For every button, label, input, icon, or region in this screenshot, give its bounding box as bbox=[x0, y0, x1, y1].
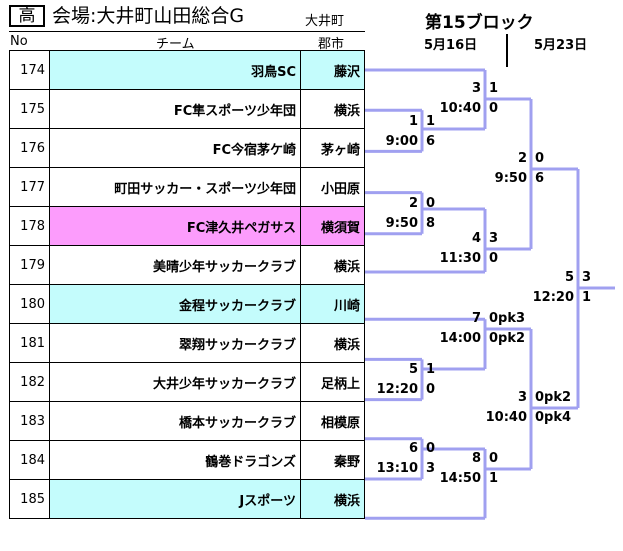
match-game-number: 6 bbox=[408, 440, 418, 456]
match-time: 9:00 bbox=[385, 134, 418, 150]
match-score-bottom: 0 bbox=[489, 101, 499, 116]
venue-title: 会場:大井町山田総合G bbox=[52, 5, 245, 27]
team-city: 相模原 bbox=[300, 401, 365, 441]
team-name: FC今宿茅ケ崎 bbox=[49, 128, 301, 168]
team-city: 横浜 bbox=[300, 479, 365, 519]
team-name: 翠翔サッカークラブ bbox=[49, 323, 301, 363]
team-city: 横須賀 bbox=[300, 206, 365, 246]
match-score-bottom: 1 bbox=[582, 290, 592, 305]
match-time: 14:50 bbox=[439, 471, 481, 486]
match-time: 11:30 bbox=[439, 251, 481, 266]
match-time: 9:50 bbox=[494, 171, 527, 186]
date-separator bbox=[506, 34, 508, 67]
team-name: 美晴少年サッカークラブ bbox=[49, 245, 301, 285]
match-game-number: 4 bbox=[471, 231, 481, 246]
match-game-number: 3 bbox=[517, 390, 527, 405]
match-score-top: 1 bbox=[489, 81, 499, 96]
match-score-bottom: 0pk4 bbox=[535, 410, 572, 425]
match-game-number: 8 bbox=[471, 451, 481, 466]
team-city: 横浜 bbox=[300, 89, 365, 129]
match-score-top: 3 bbox=[489, 231, 499, 246]
team-city: 川崎 bbox=[300, 284, 365, 324]
match-score-bottom: 8 bbox=[426, 215, 436, 231]
match-score-bottom: 0 bbox=[489, 251, 499, 266]
team-name: FC津久井ペガサス bbox=[49, 206, 301, 246]
match-game-number: 2 bbox=[517, 151, 527, 166]
team-name: Jスポーツ bbox=[49, 479, 301, 519]
match-time: 10:40 bbox=[485, 410, 527, 425]
match-time: 14:00 bbox=[439, 331, 481, 346]
match-game-number: 5 bbox=[564, 270, 574, 285]
match-score-top: 0pk2 bbox=[535, 390, 572, 405]
team-city: 横浜 bbox=[300, 323, 365, 363]
team-city: 茅ヶ崎 bbox=[300, 128, 365, 168]
venue-town: 大井町 bbox=[305, 14, 345, 29]
team-number: 177 bbox=[9, 167, 50, 207]
match-score-top: 0pk3 bbox=[489, 311, 526, 326]
team-city: 秦野 bbox=[300, 440, 365, 480]
team-city: 足柄上 bbox=[300, 362, 365, 402]
team-city: 小田原 bbox=[300, 167, 365, 207]
team-number: 178 bbox=[9, 206, 50, 246]
match-score-bottom: 3 bbox=[426, 460, 436, 476]
category-badge: 高 bbox=[9, 5, 45, 27]
match-score-bottom: 0 bbox=[426, 381, 436, 397]
team-number: 185 bbox=[9, 479, 50, 519]
team-city: 藤沢 bbox=[300, 50, 365, 90]
match-game-number: 5 bbox=[408, 361, 418, 377]
match-game-number: 3 bbox=[471, 81, 481, 96]
match-time: 12:20 bbox=[532, 290, 574, 305]
date-round-2: 5月23日 bbox=[534, 38, 588, 53]
match-score-bottom: 6 bbox=[535, 171, 545, 186]
match-score-bottom: 0pk2 bbox=[489, 331, 526, 346]
match-time: 12:20 bbox=[376, 381, 418, 397]
match-time: 10:40 bbox=[439, 101, 481, 116]
team-name: 羽鳥SC bbox=[49, 50, 301, 90]
match-score-bottom: 1 bbox=[489, 471, 499, 486]
team-number: 175 bbox=[9, 89, 50, 129]
match-score-top: 1 bbox=[426, 361, 436, 377]
match-time: 9:50 bbox=[385, 215, 418, 231]
column-header-no: No bbox=[10, 34, 28, 49]
match-score-top: 0 bbox=[426, 440, 436, 456]
column-header-team: チーム bbox=[156, 37, 195, 52]
match-game-number: 7 bbox=[471, 311, 481, 326]
match-score-top: 0 bbox=[535, 151, 545, 166]
match-time: 13:10 bbox=[376, 460, 418, 476]
match-score-top: 0 bbox=[489, 451, 499, 466]
match-score-top: 3 bbox=[582, 270, 592, 285]
block-title: 第15ブロック bbox=[425, 13, 534, 33]
match-score-top: 0 bbox=[426, 195, 436, 211]
column-header-city: 郡市 bbox=[318, 37, 345, 52]
team-number: 182 bbox=[9, 362, 50, 402]
match-score-bottom: 6 bbox=[426, 134, 436, 150]
match-game-number: 1 bbox=[408, 114, 418, 130]
match-game-number: 2 bbox=[408, 195, 418, 211]
header-divider bbox=[9, 31, 365, 32]
team-name: 金程サッカークラブ bbox=[49, 284, 301, 324]
date-round-1: 5月16日 bbox=[424, 38, 478, 53]
match-score-top: 1 bbox=[426, 114, 436, 130]
team-name: 橋本サッカークラブ bbox=[49, 401, 301, 441]
